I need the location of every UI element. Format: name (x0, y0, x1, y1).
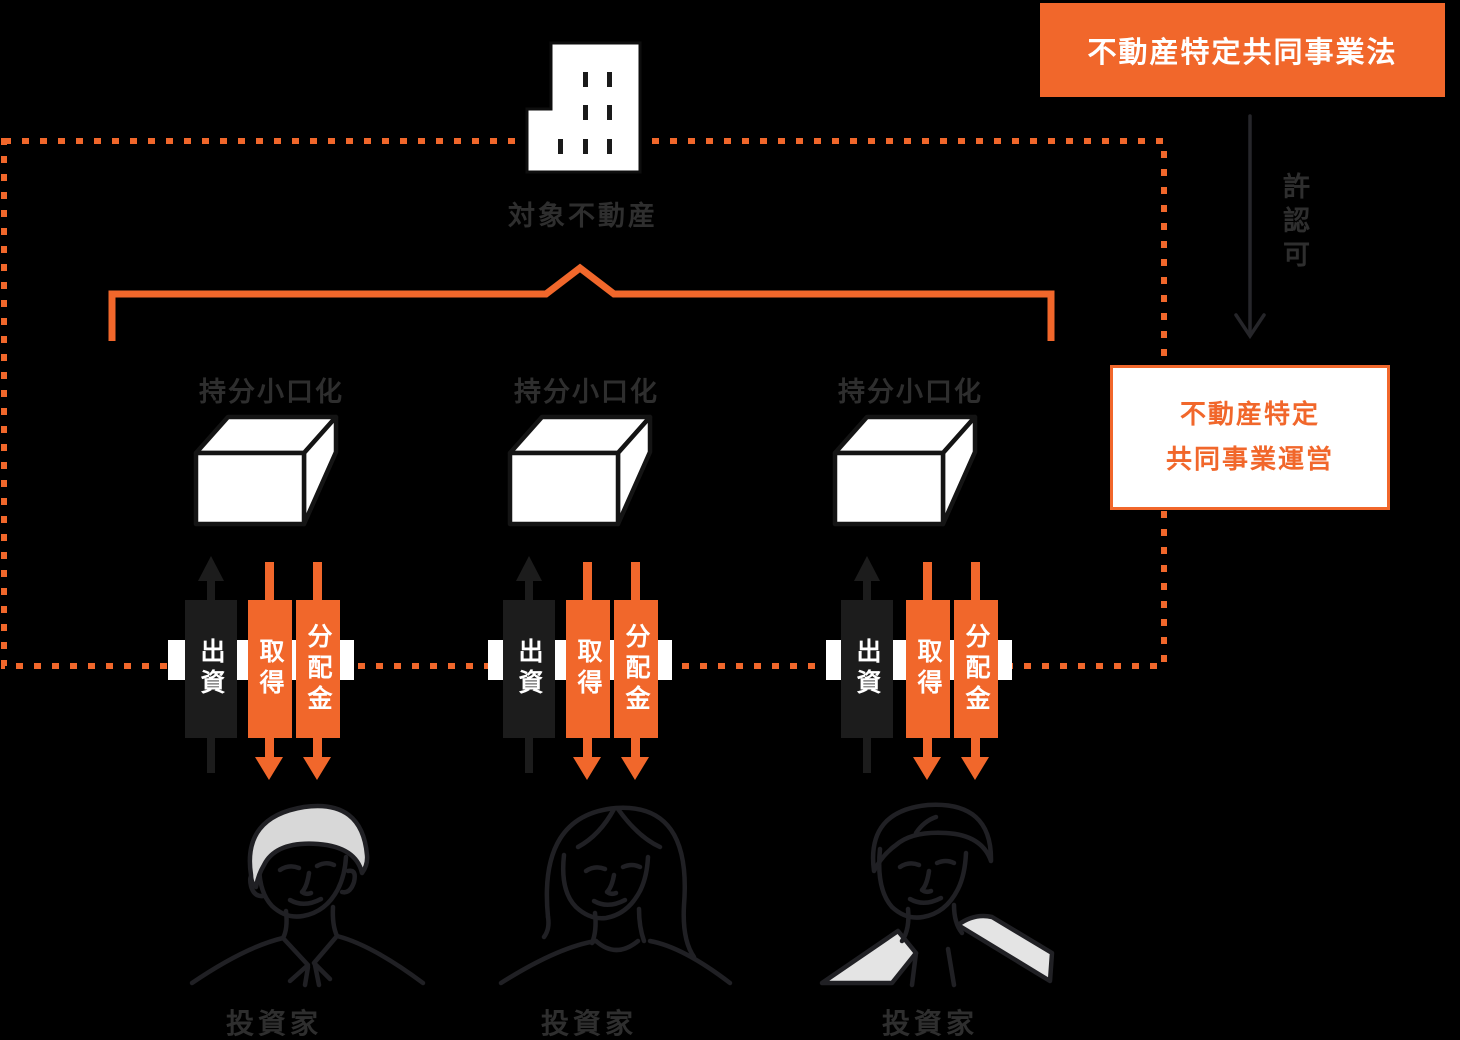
investor-label-1: 投資家 (226, 1007, 323, 1040)
invest-up-arrowhead (198, 556, 224, 581)
unit-label-3: 持分小口化 (838, 377, 983, 408)
law-title-box: 不動産特定共同事業法 (1040, 3, 1445, 97)
law-title-label: 不動産特定共同事業法 (1087, 35, 1398, 69)
unit-cube-icon (507, 414, 653, 527)
acquire-down-arrowhead (573, 757, 601, 780)
dividend-box-2: 分配金 (614, 600, 658, 738)
target-property-label: 対象不動産 (508, 201, 658, 232)
unit-cube-icon (832, 414, 978, 527)
acquire-box-3: 取得 (906, 600, 950, 738)
dividend-box-1: 分配金 (296, 600, 340, 738)
acquire-down-arrowhead (255, 757, 283, 780)
operator-box: 不動産特定 共同事業運営 (1110, 365, 1390, 510)
dividend-down-arrowhead (303, 757, 331, 780)
invest-box-2: 出資 (503, 600, 555, 738)
investor-label-2: 投資家 (541, 1007, 638, 1040)
invest-box-1: 出資 (185, 600, 237, 738)
operator-box-line1: 不動産特定 (1179, 400, 1320, 431)
invest-up-arrowhead (516, 556, 542, 581)
invest-box-3: 出資 (841, 600, 893, 738)
unit-cube-icon (193, 414, 339, 527)
distribution-bracket (108, 263, 1055, 341)
investor-icon (819, 802, 1055, 988)
invest-up-arrowhead (854, 556, 880, 581)
unit-label-2: 持分小口化 (514, 377, 659, 408)
building-icon (525, 41, 642, 174)
operator-box-line2: 共同事業運営 (1165, 444, 1334, 475)
dividend-down-arrowhead (961, 757, 989, 780)
unit-label-1: 持分小口化 (199, 377, 344, 408)
investor-icon (498, 805, 733, 986)
investor-icon (189, 803, 426, 988)
acquire-down-arrowhead (913, 757, 941, 780)
investor-label-3: 投資家 (882, 1007, 979, 1040)
license-down-arrow (1234, 114, 1266, 340)
license-label: 許認可 (1278, 172, 1309, 274)
acquire-box-2: 取得 (566, 600, 610, 738)
dividend-box-3: 分配金 (954, 600, 998, 738)
dividend-down-arrowhead (621, 757, 649, 780)
acquire-box-1: 取得 (248, 600, 292, 738)
